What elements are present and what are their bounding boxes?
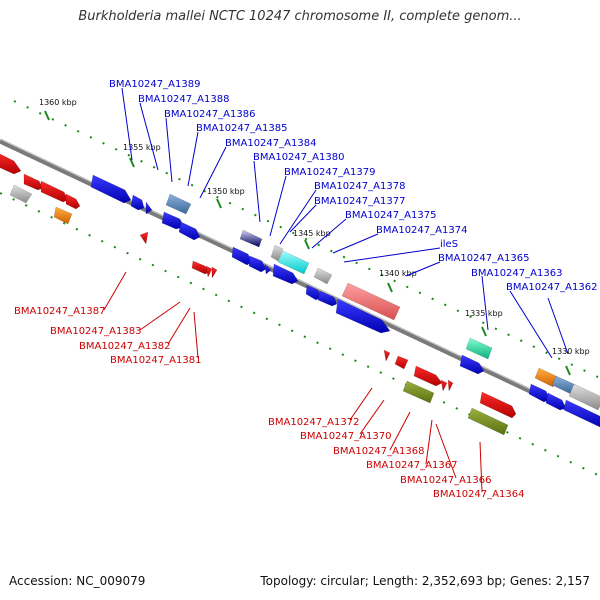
gene-label-a1387[interactable]: BMA10247_A1387	[14, 306, 105, 317]
gene-label-a1368[interactable]: BMA10247_A1368	[333, 446, 424, 457]
gene-label-a1384[interactable]: BMA10247_A1384	[225, 138, 316, 149]
topology-summary: Topology: circular; Length: 2,352,693 bp…	[260, 574, 590, 588]
gene-label-a1388[interactable]: BMA10247_A1388	[138, 94, 229, 105]
kbp-label-1350: 1350 kbp	[207, 187, 245, 196]
gene-label-a1381[interactable]: BMA10247_A1381	[110, 355, 201, 366]
gene-features	[0, 153, 600, 436]
kbp-label-1335: 1335 kbp	[465, 309, 503, 318]
accession-text: Accession: NC_009079	[9, 574, 146, 588]
kbp-label-1355: 1355 kbp	[123, 143, 161, 152]
gene-label-a1380[interactable]: BMA10247_A1380	[253, 152, 344, 163]
kbp-label-1345: 1345 kbp	[293, 229, 331, 238]
gene-label-a1378[interactable]: BMA10247_A1378	[314, 181, 405, 192]
gene-label-a1375[interactable]: BMA10247_A1375	[345, 210, 436, 221]
map-title: Burkholderia mallei NCTC 10247 chromosom…	[78, 9, 522, 24]
gene-label-a1379[interactable]: BMA10247_A1379	[284, 167, 375, 178]
gene-label-a1377[interactable]: BMA10247_A1377	[314, 196, 405, 207]
gene-label-a1364[interactable]: BMA10247_A1364	[433, 489, 524, 500]
gene-label-a1362[interactable]: BMA10247_A1362	[506, 282, 597, 293]
gene-label-a1386[interactable]: BMA10247_A1386	[164, 109, 255, 120]
kbp-label-1360: 1360 kbp	[39, 98, 77, 107]
kbp-label-1340: 1340 kbp	[379, 269, 417, 278]
gene-label-a1385[interactable]: BMA10247_A1385	[196, 123, 287, 134]
leader-lines-plus	[121, 87, 569, 359]
gene-label-a1383[interactable]: BMA10247_A1383	[50, 326, 141, 337]
gene-label-iles[interactable]: ileS	[440, 239, 458, 250]
gene-label-a1366[interactable]: BMA10247_A1366	[400, 475, 491, 486]
gene-label-a1389[interactable]: BMA10247_A1389	[109, 79, 200, 90]
kbp-label-1330: 1330 kbp	[552, 347, 590, 356]
gene-label-a1363[interactable]: BMA10247_A1363	[471, 268, 562, 279]
gene-label-a1374[interactable]: BMA10247_A1374	[376, 225, 467, 236]
gene-label-a1372[interactable]: BMA10247_A1372	[268, 417, 359, 428]
kbp-major-ticks	[44, 110, 571, 376]
leader-lines-minus	[103, 271, 483, 493]
gene-label-a1365[interactable]: BMA10247_A1365	[438, 253, 529, 264]
gene-label-a1382[interactable]: BMA10247_A1382	[79, 341, 170, 352]
gene-label-a1370[interactable]: BMA10247_A1370	[300, 431, 391, 442]
gene-label-a1367[interactable]: BMA10247_A1367	[366, 460, 457, 471]
